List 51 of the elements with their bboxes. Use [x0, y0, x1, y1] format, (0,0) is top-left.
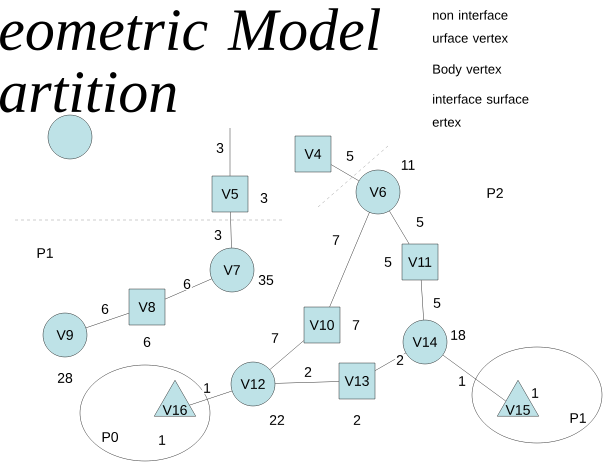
vertex-circle	[48, 114, 92, 160]
edge-label: 1	[457, 375, 467, 387]
edge-label: 3	[213, 229, 223, 241]
weight-label: 11	[402, 160, 415, 170]
edge-label: 1	[202, 382, 212, 394]
edge-line	[165, 278, 212, 300]
weight-label: 6	[144, 337, 150, 347]
edge-line	[420, 280, 424, 320]
edge-line	[275, 381, 339, 384]
edge-line	[270, 340, 304, 370]
edge-line	[189, 390, 232, 406]
edge-label: 6	[182, 278, 192, 290]
edge-line	[86, 313, 129, 328]
weight-label: 22	[270, 415, 284, 425]
weight-label: 28	[58, 373, 72, 383]
weight-label: 7	[352, 320, 360, 330]
edge-line	[375, 352, 406, 371]
partition-label: P1	[38, 248, 53, 258]
weight-label: 35	[258, 275, 274, 285]
partition-label: P2	[488, 188, 503, 198]
edge-label: 7	[270, 332, 280, 344]
weight-label: 3	[260, 193, 268, 203]
edge-label: 5	[345, 150, 355, 162]
edge-label: 2	[395, 354, 405, 366]
weight-label: 18	[451, 330, 466, 340]
vertex-triangle: V16	[154, 380, 196, 416]
edge-line	[442, 354, 506, 402]
vertex-square: V11	[402, 244, 438, 280]
edge-line	[329, 212, 370, 307]
vertex-square: V8	[128, 288, 166, 326]
edge-label: 2	[303, 366, 313, 378]
vertex-square: V13	[338, 362, 376, 400]
edge-line	[389, 210, 410, 244]
vertex-square: V10	[304, 306, 340, 344]
weight-label: 5	[384, 257, 392, 267]
edge-label: 5	[432, 297, 442, 309]
edge-label: 7	[331, 234, 341, 246]
edge-label: 3	[215, 142, 225, 154]
title: eometric Model artition	[0, 8, 380, 112]
edge-label: 5	[415, 216, 425, 228]
weight-label: 1	[532, 388, 538, 398]
legend-text: Body vertex	[433, 64, 502, 76]
weight-label: 1	[159, 435, 166, 445]
legend-text: interface surface ertex	[432, 94, 528, 127]
edge-label: 6	[100, 303, 110, 315]
edge-line	[230, 212, 232, 248]
weight-label: 2	[354, 415, 360, 425]
edge-line	[331, 164, 360, 181]
vertex-square: V5	[212, 176, 248, 212]
vertex-square: V4	[294, 136, 332, 172]
legend-text: non interface urface vertex	[433, 10, 508, 43]
